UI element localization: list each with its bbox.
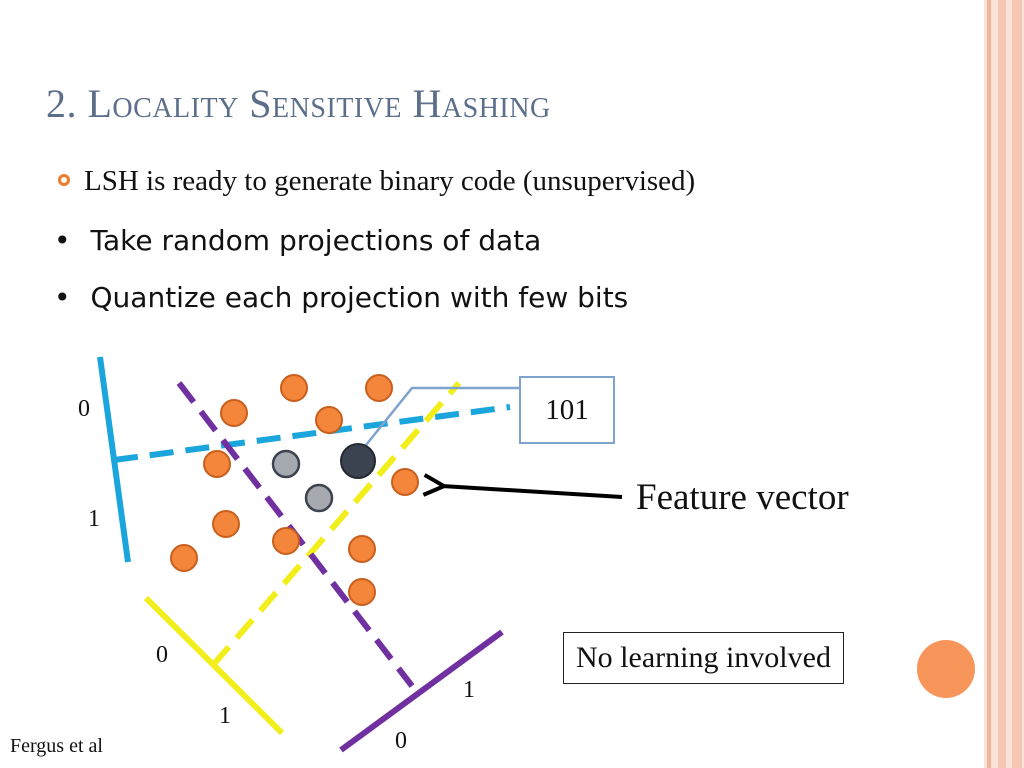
yellow-threshold-line (210, 381, 462, 667)
bit-label-blue-1: 1 (88, 506, 100, 532)
data-point (348, 578, 376, 606)
data-point (280, 374, 308, 402)
neighbor-point (304, 483, 334, 513)
bullet-sub-2: • Quantize each projection with few bits (54, 281, 628, 314)
data-points (170, 374, 419, 606)
data-point (348, 535, 376, 563)
ring-bullet-icon (58, 174, 70, 186)
bullet-sub-2-text: Quantize each projection with few bits (90, 281, 629, 314)
bit-label-purple-1: 1 (463, 677, 475, 703)
bullet-main-text: LSH is ready to generate binary code (un… (84, 165, 696, 197)
data-point (170, 544, 198, 572)
data-point (315, 406, 343, 434)
bit-label-yellow-1: 1 (219, 703, 231, 729)
bullet-main: LSH is ready to generate binary code (un… (58, 165, 695, 198)
no-learning-box: No learning involved (563, 632, 844, 684)
blue-threshold-line (113, 404, 511, 463)
bullet-sub-1: • Take random projections of data (54, 224, 541, 257)
bullet-dot-icon: • (54, 281, 71, 314)
data-point (203, 450, 231, 478)
citation: Fergus et al (10, 735, 103, 757)
decorative-side-stripes (984, 0, 1024, 768)
slide-title: 2. Locality Sensitive Hashing (46, 81, 551, 126)
decorative-circle (917, 640, 975, 698)
data-point (365, 374, 393, 402)
data-point (220, 399, 248, 427)
bit-label-blue-0: 0 (78, 396, 90, 422)
data-point (212, 510, 240, 538)
bullet-sub-1-text: Take random projections of data (90, 224, 542, 257)
bit-label-purple-0: 0 (395, 728, 407, 754)
feature-vector-arrow (442, 486, 623, 499)
code-connector-line (365, 386, 519, 446)
purple-projection-axis (339, 629, 504, 753)
bit-label-yellow-0: 0 (156, 642, 168, 668)
query-point (340, 443, 376, 479)
hash-code-box: 101 (519, 376, 615, 444)
neighbor-point (271, 449, 301, 479)
data-point (391, 468, 419, 496)
data-point (272, 527, 300, 555)
bullet-dot-icon: • (54, 224, 71, 257)
feature-vector-label: Feature vector (636, 477, 849, 518)
